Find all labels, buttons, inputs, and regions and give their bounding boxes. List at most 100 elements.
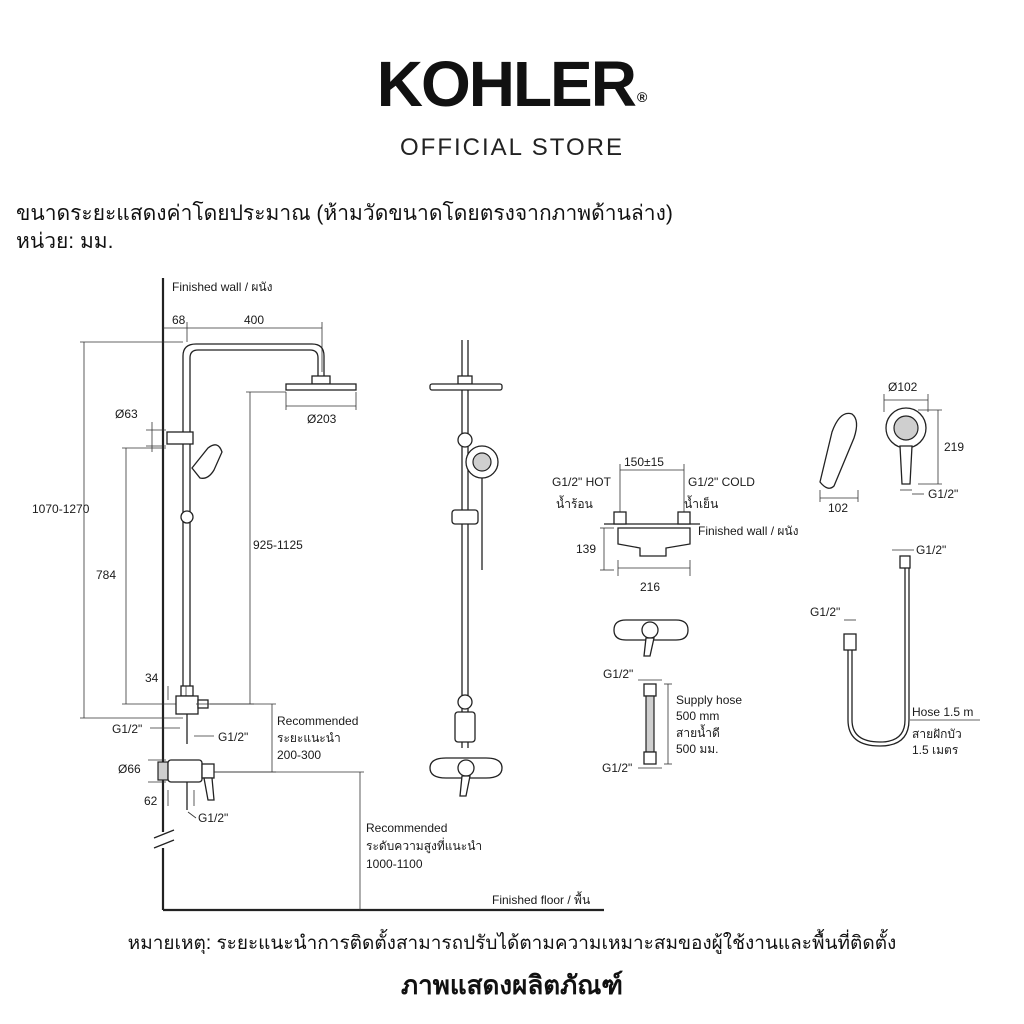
hose-detail: G1/2" G1/2" Hose 1.5 m สายฝักบัว 1.5 เมต… <box>810 543 980 757</box>
side-view: Finished wall / ผนัง Finished floor / พื… <box>32 278 604 912</box>
intro-line-2: หน่วย: มม. <box>16 230 114 253</box>
g12-bottom: G1/2" <box>198 811 228 825</box>
rec1-th: ระยะแนะนำ <box>277 731 341 745</box>
supply-length-th: 500 มม. <box>676 742 719 756</box>
front-hand-shower-nozzles <box>472 452 492 472</box>
wall-bracket <box>166 431 194 445</box>
leader-line <box>187 811 197 819</box>
hand-shower-g: G1/2" <box>928 487 958 501</box>
mixer-front-small <box>613 619 689 657</box>
diverter-block <box>175 695 199 715</box>
mixer-wall-plate <box>157 761 169 781</box>
dim-784: 784 <box>96 568 116 582</box>
hose-label-en: Hose 1.5 m <box>912 705 973 719</box>
front-mixer-knob <box>457 759 475 777</box>
rec1-en: Recommended <box>277 714 358 728</box>
front-slider <box>451 509 479 525</box>
supply-hose-detail: G1/2" G1/2" Supply hose 500 mm สายน้ำดี … <box>602 667 742 775</box>
dim-1070-1270: 1070-1270 <box>32 502 90 516</box>
dim-62: 62 <box>144 794 158 808</box>
overhead-shower-head <box>285 383 357 391</box>
rec1-val: 200-300 <box>277 748 321 762</box>
mixer-front-lever <box>643 637 655 657</box>
supply-length-en: 500 mm <box>676 709 719 723</box>
mixer-finished-wall: Finished wall / ผนัง <box>698 524 798 538</box>
mixer-lever-side <box>203 777 215 801</box>
hand-shower-side <box>191 444 223 479</box>
intro-line-1: ขนาดระยะแสดงค่าโดยประมาณ (ห้ามวัดขนาดโดย… <box>16 202 673 225</box>
hose-g-right: G1/2" <box>916 543 946 557</box>
front-shower-head <box>429 383 503 391</box>
mixer-cold: G1/2" COLD <box>688 475 755 489</box>
hose-line-outer <box>851 568 906 743</box>
supply-label-th: สายน้ำดี <box>676 724 720 740</box>
slider-knob <box>180 510 194 524</box>
hose-length-th: 1.5 เมตร <box>912 743 959 757</box>
g12-mid: G1/2" <box>218 730 248 744</box>
hose-nut-left <box>843 633 857 651</box>
mixer-detail: 150±15 G1/2" HOT น้ำร้อน G1/2" COLD น้ำเ… <box>552 455 798 594</box>
riser-pipe-outer <box>182 343 325 702</box>
dim-400: 400 <box>244 313 264 327</box>
hose-label-th: สายฝักบัว <box>912 727 962 741</box>
supply-nut-top <box>643 683 657 697</box>
hand-shower-handle <box>899 445 913 485</box>
mixer-height: 139 <box>576 542 596 556</box>
front-mixer-lever <box>459 775 471 797</box>
mixer-width: 216 <box>640 580 660 594</box>
dim-925-1125: 925-1125 <box>253 538 303 552</box>
mixer-hot-th: น้ำร้อน <box>556 495 593 511</box>
hose-line-inner <box>847 568 910 747</box>
supply-nut-bottom <box>643 751 657 765</box>
hand-shower-side-detail <box>819 412 858 489</box>
front-bracket <box>457 432 473 448</box>
front-view <box>429 340 503 797</box>
hose-nut-right <box>899 555 911 569</box>
supply-hose-body <box>645 695 655 753</box>
mixer-front-knob <box>641 621 659 639</box>
dim-34: 34 <box>145 671 159 685</box>
intro-text: ขนาดระยะแสดงค่าโดยประมาณ (ห้ามวัดขนาดโดย… <box>16 200 673 256</box>
product-caption: ภาพแสดงผลิตภัณฑ์ <box>401 970 623 1000</box>
hand-shower-width: 102 <box>828 501 848 515</box>
front-arm-joint <box>457 375 473 385</box>
supply-g-top: G1/2" <box>603 667 633 681</box>
supply-label-en: Supply hose <box>676 693 742 707</box>
mixer-cold-th: น้ำเย็น <box>684 495 718 511</box>
hand-shower-detail: 102 Ø102 219 G1/2" <box>819 380 964 515</box>
dim-66: Ø66 <box>118 762 141 776</box>
hose-g-left: G1/2" <box>810 605 840 619</box>
mixer-spacing: 150±15 <box>624 455 664 469</box>
dim-203: Ø203 <box>307 412 337 426</box>
rail-bottom-joint <box>180 685 194 697</box>
rec2-val: 1000-1100 <box>366 857 423 871</box>
hand-shower-nozzles-detail <box>893 415 919 441</box>
break-mark <box>153 829 175 839</box>
front-diverter <box>454 711 476 743</box>
supply-g-bottom: G1/2" <box>602 761 632 775</box>
mixer-body-top <box>617 527 691 557</box>
g12-left: G1/2" <box>112 722 142 736</box>
mixer-body-side <box>167 759 203 783</box>
rec2-en: Recommended <box>366 821 447 835</box>
dim-68: 68 <box>172 313 186 327</box>
hand-shower-height: 219 <box>944 440 964 454</box>
break-mark <box>153 839 175 849</box>
mixer-eccentric-hot <box>613 511 627 525</box>
brand-header: KOHLER® OFFICIAL STORE <box>0 52 1024 163</box>
riser-pipe-inner <box>189 349 319 702</box>
finished-floor-label: Finished floor / พื้น <box>492 891 590 907</box>
hand-shower-dia: Ø102 <box>888 380 918 394</box>
mixer-hot: G1/2" HOT <box>552 475 612 489</box>
registered-mark: ® <box>636 89 648 105</box>
brand-logo-text: KOHLER <box>376 48 637 120</box>
front-bottom-bracket <box>457 694 473 710</box>
shower-arm-joint <box>311 375 331 385</box>
dim-63: Ø63 <box>115 407 138 421</box>
finished-wall-label: Finished wall / ผนัง <box>172 280 272 294</box>
brand-subtitle: OFFICIAL STORE <box>399 134 625 161</box>
brand-logo: KOHLER® <box>0 52 1024 129</box>
rec2-th: ระดับความสูงที่แนะนำ <box>366 837 482 854</box>
mixer-handle-base <box>201 763 215 779</box>
